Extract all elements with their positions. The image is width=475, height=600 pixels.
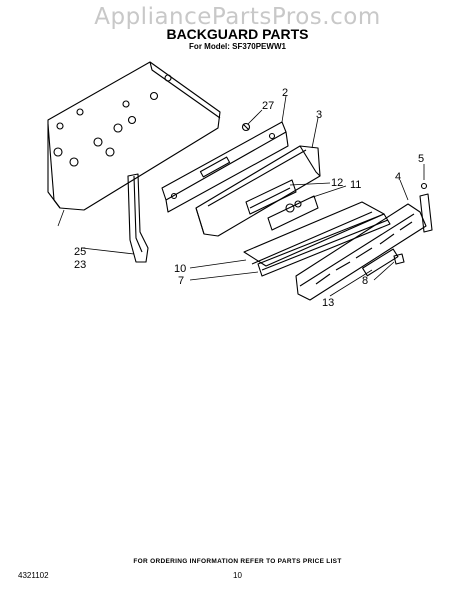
trim-strip: [257, 213, 391, 277]
control-panel: [295, 203, 427, 301]
backguard-shell: [195, 145, 321, 237]
callout-5: 5: [418, 153, 424, 165]
page-number: 10: [233, 571, 242, 580]
lens-window: [245, 179, 319, 231]
callout-25: 25: [74, 246, 86, 258]
callout-11: 11: [350, 179, 361, 191]
rear-channel: [161, 121, 289, 213]
end-clip: [419, 182, 433, 233]
page-title: BACKGUARD PARTS: [166, 26, 309, 42]
ordering-info: FOR ORDERING INFORMATION REFER TO PARTS …: [133, 558, 342, 565]
callout-13: 13: [322, 297, 334, 309]
callout-12: 12: [331, 177, 343, 189]
callout-8: 8: [362, 275, 368, 287]
side-bracket: [127, 173, 149, 263]
watermark: AppliancePartsPros.com: [94, 4, 381, 30]
panel-support: [243, 201, 385, 267]
callout-23: 23: [74, 259, 86, 271]
callout-3: 3: [316, 109, 322, 121]
callout-27: 27: [262, 100, 274, 112]
clip-8: [393, 253, 405, 265]
backguard-panel: [47, 61, 221, 211]
callout-7: 7: [178, 275, 184, 287]
screw-27: [241, 122, 251, 132]
callout-4: 4: [395, 171, 401, 183]
leader-lines: [57, 95, 425, 297]
callout-10: 10: [174, 263, 186, 275]
callout-2: 2: [282, 87, 288, 99]
model-line: For Model: SF370PEWW1: [189, 42, 286, 51]
doc-number: 4321102: [18, 571, 49, 580]
